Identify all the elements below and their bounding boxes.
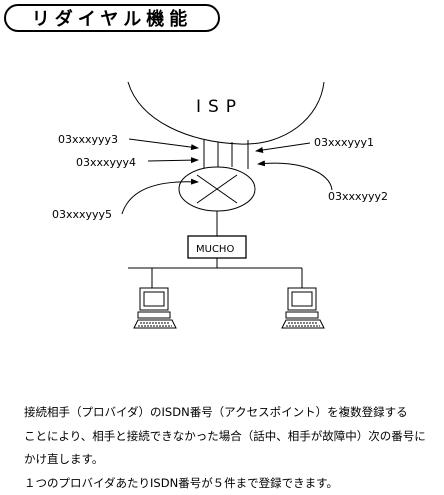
router-box: MUCHO bbox=[188, 236, 246, 258]
computer-icon bbox=[282, 288, 324, 328]
description-line-4: １つのプロバイダあたりISDN番号が５件まで登録できます。 bbox=[24, 472, 440, 495]
description-text: 接続相手（プロバイダ）のISDN番号（アクセスポイント）を複数登録する ことによ… bbox=[24, 401, 440, 495]
description-line-2: ことにより、相手と接続できなかった場合（話中、相手が故障中）次の番号に bbox=[24, 425, 440, 449]
isp-label: ISP bbox=[196, 97, 243, 117]
description-line-1: 接続相手（プロバイダ）のISDN番号（アクセスポイント）を複数登録する bbox=[24, 401, 440, 425]
lan-bus bbox=[128, 258, 302, 288]
arrow-1 bbox=[256, 143, 310, 151]
description-line-3: かけ直します。 bbox=[24, 448, 440, 472]
number-label-3: 03xxxyyy3 bbox=[58, 133, 118, 146]
arrow-4 bbox=[148, 160, 198, 161]
router-label: MUCHO bbox=[196, 244, 234, 255]
number-label-5: 03xxxyyy5 bbox=[52, 208, 112, 221]
number-label-2: 03xxxyyy2 bbox=[328, 190, 388, 203]
computer-icon bbox=[134, 288, 176, 328]
arrow-3 bbox=[129, 139, 198, 148]
network-diagram: ISP 03xxxyyy1 03xxxyyy2 03xxxyyy3 03xxxy… bbox=[0, 0, 444, 400]
switch-icon bbox=[179, 167, 255, 211]
number-label-1: 03xxxyyy1 bbox=[314, 136, 374, 149]
arrow-2 bbox=[258, 163, 332, 190]
number-label-4: 03xxxyyy4 bbox=[76, 156, 136, 169]
